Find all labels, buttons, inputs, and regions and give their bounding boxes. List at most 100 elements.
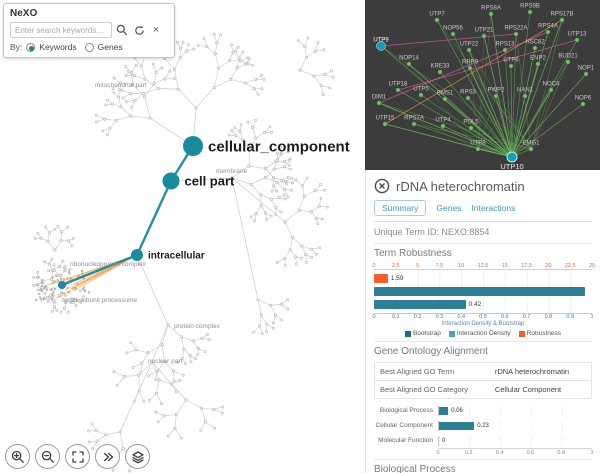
gene-node-NOC4[interactable]: NOC4 — [543, 82, 560, 93]
gene-label: UTP9 — [373, 38, 389, 44]
legend-swatch — [405, 330, 411, 337]
gene-node-UTP5[interactable]: UTP5 — [413, 87, 429, 98]
axis-tick: 0 — [436, 450, 440, 456]
gene-node-POL5[interactable]: POL5 — [463, 120, 479, 131]
radio-genes[interactable] — [84, 42, 94, 52]
category-label: Cellular Component — [375, 422, 433, 429]
search-input[interactable] — [10, 22, 112, 38]
legend-swatch — [448, 330, 455, 337]
axis-tick: 0.1 — [391, 314, 400, 320]
gene-node-HSC82[interactable]: HSC82 — [525, 40, 545, 51]
gene-node-NOP14[interactable]: NOP14 — [399, 56, 419, 67]
axis-tick: 0.8 — [557, 450, 566, 456]
gene-node-RPS8A[interactable]: RPS8A — [481, 6, 501, 17]
gene-node-RPS3[interactable]: RPS3 — [460, 90, 476, 101]
fullscreen-button[interactable] — [65, 444, 90, 469]
term-id-value: NEXO:8854 — [441, 227, 490, 237]
clear-search-icon[interactable]: × — [152, 23, 160, 36]
gene-node-UTP22[interactable]: UTP22 — [460, 42, 479, 53]
search-by-label: By: — [10, 42, 23, 52]
ontology-node-cell-part[interactable]: cell part — [162, 172, 236, 190]
gene-label: UTP21 — [475, 28, 494, 34]
term-id-label: Unique Term ID: — [374, 227, 439, 237]
tree-term-label: small subunit processome — [62, 297, 138, 304]
gene-node-RPS17B[interactable]: RPS17B — [550, 12, 574, 23]
gene-interaction-network: UTP7 RPS8A RPS9B RPS17B NOP56 UTP21 RPS22A RPS4… — [372, 4, 595, 172]
detail-tabs: Summary Genes Interactions — [374, 198, 592, 222]
gene-node-BMS1[interactable]: BMS1 — [437, 91, 454, 102]
gene-node-RPS13[interactable]: RPS13 — [495, 42, 515, 53]
gene-node-UTP8[interactable]: UTP8 — [470, 141, 486, 152]
gene-node-NAN1[interactable]: NAN1 — [517, 88, 534, 99]
go-row-value: rDNA heterochromatin — [494, 367, 570, 376]
ontology-node-selected-term[interactable] — [58, 281, 66, 289]
gene-label: RPS17B — [550, 12, 573, 18]
category-label: Molecular Function — [378, 437, 433, 444]
ontology-node-label: cell part — [185, 174, 236, 189]
expand-selection-button[interactable] — [95, 444, 120, 469]
gene-node-UTP18[interactable]: UTP18 — [389, 82, 408, 93]
gene-node-UTP10[interactable]: UTP10 — [500, 151, 524, 171]
legend-item: Bootstrap — [405, 330, 441, 337]
tab-genes[interactable]: Genes — [436, 203, 462, 213]
gene-node-EMG1[interactable]: EMG1 — [522, 141, 540, 152]
gene-node-RPS9B[interactable]: RPS9B — [520, 4, 540, 15]
gene-label: UTP13 — [568, 32, 587, 38]
legend-label: Bootstrap — [413, 330, 441, 337]
radio-keywords[interactable] — [26, 42, 36, 52]
legend-label: Robustness — [526, 330, 561, 337]
gene-node-NOP6[interactable]: NOP6 — [575, 96, 592, 107]
section-term-robustness: Term Robustness — [374, 243, 592, 262]
gene-node-UTP9[interactable]: UTP9 — [373, 38, 389, 51]
details-header: rDNA heterochromatin — [374, 175, 592, 198]
gene-node-NOP1[interactable]: NOP1 — [578, 66, 595, 77]
axis-tick: 0.9 — [566, 314, 575, 320]
tab-summary[interactable]: Summary — [374, 200, 427, 216]
gene-node-UTP6[interactable]: UTP6 — [503, 58, 519, 69]
refresh-icon[interactable] — [132, 23, 146, 37]
axis-tick: 22.5 — [564, 263, 576, 269]
gene-node-KRE33[interactable]: KRE33 — [430, 64, 450, 75]
axis-tick: 0.2 — [413, 314, 422, 320]
gene-node-RRP9[interactable]: RRP9 — [462, 60, 479, 71]
zoom-in-button[interactable] — [5, 444, 30, 469]
gene-node-UTP4[interactable]: UTP4 — [435, 118, 451, 129]
gene-node-UTP21[interactable]: UTP21 — [475, 28, 494, 39]
go-row-label: Best Aligned GO Term — [380, 367, 455, 376]
gene-node-NOP56[interactable]: NOP56 — [443, 26, 463, 37]
ontology-node-cellular-component[interactable]: cellular_component — [183, 136, 350, 156]
close-icon[interactable] — [374, 178, 390, 194]
gene-node-RPS7A[interactable]: RPS7A — [404, 116, 424, 127]
gene-node-ENP2[interactable]: ENP2 — [530, 56, 546, 67]
gene-node-DIM1[interactable]: DIM1 — [372, 95, 387, 106]
zoom-out-button[interactable] — [35, 444, 60, 469]
gene-label: NOP6 — [575, 96, 592, 102]
tab-interactions[interactable]: Interactions — [471, 203, 516, 213]
ontology-node-intracellular[interactable]: intracellular — [131, 249, 205, 262]
network-edges — [378, 11, 587, 158]
gene-label: BUD21 — [558, 54, 578, 60]
ontology-node-label: intracellular — [148, 251, 205, 262]
gene-node-RPS22A[interactable]: RPS22A — [504, 26, 528, 37]
gene-label: DIM1 — [372, 95, 387, 101]
gene-node-PWP2[interactable]: PWP2 — [487, 88, 505, 99]
search-icon[interactable] — [115, 23, 129, 37]
gene-node-RPS4A[interactable]: RPS4A — [538, 24, 558, 35]
zoom-in-icon — [11, 450, 24, 463]
gene-node-BUD21[interactable]: BUD21 — [558, 54, 578, 65]
gene-node-UTP13[interactable]: UTP13 — [568, 32, 587, 43]
gene-node-UTP15[interactable]: UTP15 — [376, 116, 395, 127]
axis-tick: 0.8 — [544, 314, 553, 320]
gene-label: RPS8A — [481, 6, 501, 12]
gene-node-UTP7[interactable]: UTP7 — [429, 12, 445, 23]
layers-button[interactable] — [125, 444, 150, 469]
axis-tick: 0.3 — [435, 314, 444, 320]
term-id: Unique Term ID: NEXO:8854 — [374, 222, 592, 239]
